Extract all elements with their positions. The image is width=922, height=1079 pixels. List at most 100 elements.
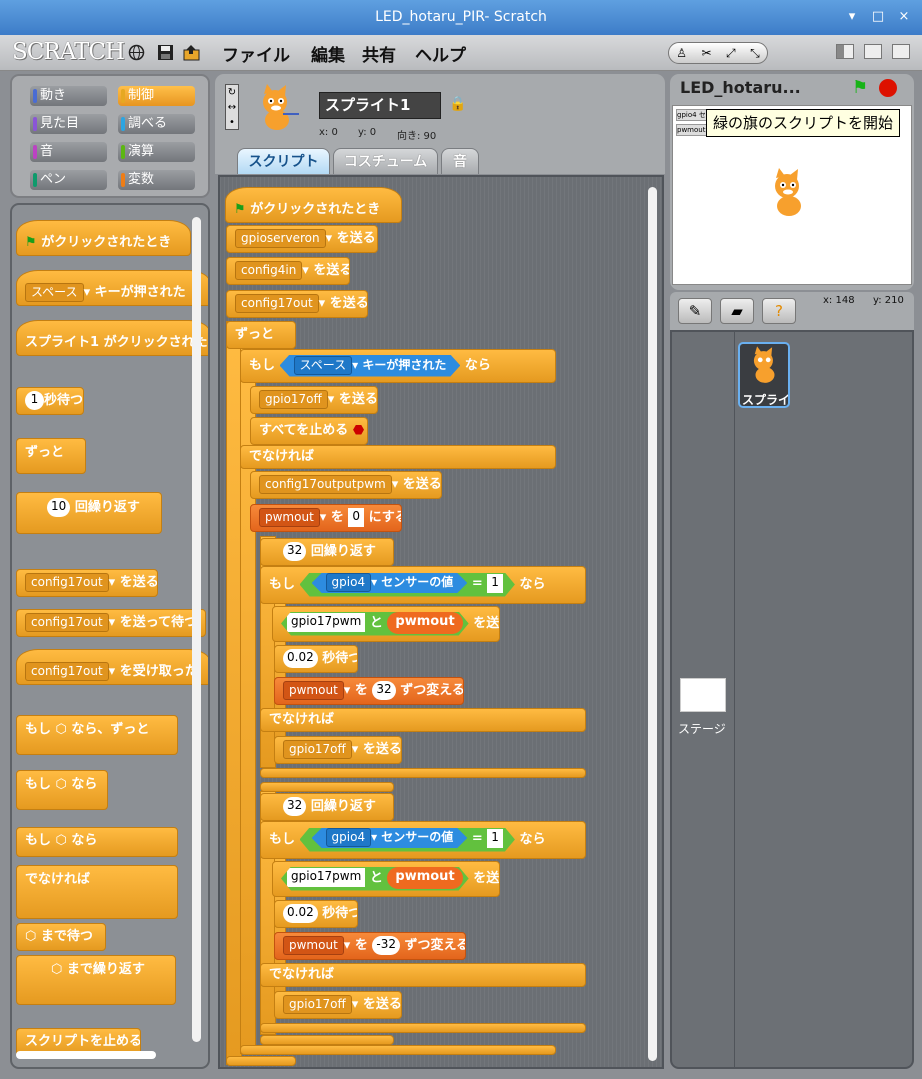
tab-sounds[interactable]: 音 (441, 148, 479, 174)
load-sprite-folder-icon[interactable]: ▰ (720, 298, 754, 324)
if-sensor-block-1[interactable]: もし gpio4▾ センサーの値 = 1 なら (260, 566, 586, 604)
layout-normal-icon[interactable] (836, 44, 854, 59)
stop-sign-icon[interactable] (879, 79, 897, 97)
stage-thumbnail[interactable] (680, 678, 726, 712)
sprite-direction: 向き: 90 (397, 131, 437, 142)
duplicate-icon[interactable]: ♙ (676, 46, 687, 60)
scratch-logo: SCRATCH (12, 39, 125, 65)
sprite-name-field[interactable]: スプライト1 (319, 92, 441, 119)
stage-cat-sprite[interactable] (765, 168, 813, 222)
forever-block[interactable]: ずっと (226, 321, 296, 349)
repeat-32-block-1[interactable]: 32 回繰り返す (260, 538, 394, 566)
menu-bar: SCRATCH ファイル 編集 共有 ヘルプ ♙ ✂ ⤢ ⤡ (0, 35, 922, 71)
category-control[interactable]: 制御 (118, 86, 195, 106)
lock-icon[interactable]: 🔒 (449, 96, 467, 112)
repeat-32-block-2[interactable]: 32 回繰り返す (260, 793, 394, 821)
broadcast-gpio17off-3[interactable]: gpio17off▾ を送る (274, 991, 402, 1019)
tab-costumes[interactable]: コスチューム (333, 148, 438, 174)
palette-repeat[interactable]: 10 回繰り返す (16, 492, 162, 534)
palette-when-receive[interactable]: config17out▾ を受け取った (16, 649, 208, 685)
stop-all-block[interactable]: すべてを止める ⬣ (250, 417, 368, 445)
sprite-tools: ♙ ✂ ⤢ ⤡ (668, 42, 768, 64)
palette-broadcast-wait[interactable]: config17out▾ を送って待つ (16, 609, 206, 637)
layout-small-stage-icon[interactable] (864, 44, 882, 59)
if-key-pressed-block[interactable]: もし スペース▾ キーが押された なら (240, 349, 556, 383)
category-motion[interactable]: 動き (30, 86, 107, 106)
tab-scripts[interactable]: スクリプト (237, 148, 330, 174)
if-end-1 (260, 768, 586, 778)
category-pen[interactable]: ペン (30, 170, 107, 190)
broadcast-gpio17off[interactable]: gpio17off▾ を送る (250, 386, 378, 414)
palette-hscroll[interactable] (16, 1051, 156, 1059)
forever-end (226, 1056, 296, 1066)
sprite-cat-thumbnail (263, 84, 299, 130)
category-operators[interactable]: 演算 (118, 142, 195, 162)
close-button[interactable]: × (898, 9, 910, 24)
menu-file[interactable]: ファイル (222, 46, 290, 66)
else-label-3: でなければ (260, 963, 586, 987)
repeat-end-1 (260, 782, 394, 792)
menu-help[interactable]: ヘルプ (415, 46, 466, 66)
window-title: LED_hotaru_PIR- Scratch (375, 9, 547, 25)
paint-new-sprite-icon[interactable]: ✎ (678, 298, 712, 324)
sprite-thumbnail-1[interactable]: スプライト1 (738, 342, 790, 408)
category-variables[interactable]: 変数 (118, 170, 195, 190)
project-title: LED_hotaru... (680, 78, 801, 97)
broadcast-config17out[interactable]: config17out▾ を送る (226, 290, 368, 318)
if-sensor-block-2[interactable]: もし gpio4▾ センサーの値 = 1 なら (260, 821, 586, 859)
palette-broadcast[interactable]: config17out▾ を送る (16, 569, 158, 597)
set-pwmout-block[interactable]: pwmout▾ を 0 にする (250, 504, 402, 532)
category-looks[interactable]: 見た目 (30, 114, 107, 134)
script-vscroll[interactable] (648, 187, 657, 1061)
category-selector: 動き 制御 見た目 調べる 音 演算 ペン 変数 (10, 74, 210, 198)
share-upload-icon[interactable] (183, 44, 200, 61)
delete-scissors-icon[interactable]: ✂ (701, 46, 712, 60)
when-flag-clicked-block[interactable]: ⚑ がクリックされたとき (225, 187, 402, 223)
shrink-icon[interactable]: ⤡ (750, 45, 760, 60)
maximize-button[interactable]: □ (871, 9, 885, 24)
broadcast-gpioserveron[interactable]: gpioserveron▾ を送る (226, 225, 378, 253)
category-sensing[interactable]: 調べる (118, 114, 195, 134)
if-end-2 (260, 1023, 586, 1033)
mouse-y: y: 210 (873, 295, 904, 306)
green-flag-tooltip: 緑の旗のスクリプトを開始 (706, 109, 901, 137)
palette-repeat-until[interactable]: ⬡ まで繰り返す (16, 955, 176, 1005)
stage-label: ステージ (678, 722, 726, 736)
palette-wait-until[interactable]: ⬡ まで待つ (16, 923, 106, 951)
menu-share[interactable]: 共有 (362, 46, 396, 66)
ifelse-end (240, 1045, 556, 1055)
rotation-style-icons[interactable]: ↻↔• (225, 84, 239, 130)
wait-002-block-2[interactable]: 0.02 秒待つ (274, 900, 358, 928)
broadcast-join-block-1[interactable]: gpio17pwm と pwmout を送る (272, 606, 500, 642)
category-sound[interactable]: 音 (30, 142, 107, 162)
script-area: ⚑ がクリックされたとき gpioserveron▾ を送る config4in… (218, 175, 664, 1069)
broadcast-config17outputpwm[interactable]: config17outputpwm▾ を送る (250, 471, 442, 499)
palette-when-sprite-clicked[interactable]: スプライト1 がクリックされた (16, 320, 208, 356)
green-flag-icon[interactable]: ⚑ (852, 77, 869, 98)
broadcast-config4in[interactable]: config4in▾ を送る (226, 257, 350, 285)
palette-if[interactable]: もし ⬡ なら (16, 770, 108, 810)
palette-forever[interactable]: ずっと (16, 438, 86, 474)
menu-edit[interactable]: 編集 (311, 46, 345, 66)
wait-002-block-1[interactable]: 0.02 秒待つ (274, 645, 358, 673)
presentation-mode-icon[interactable] (892, 44, 910, 59)
broadcast-gpio17off-2[interactable]: gpio17off▾ を送る (274, 736, 402, 764)
surprise-sprite-icon[interactable]: ? (762, 298, 796, 324)
sprite-y: y: 0 (358, 127, 377, 138)
palette-when-key-pressed[interactable]: スペース▾ キーが押された (16, 270, 208, 306)
else-label-2: でなければ (260, 708, 586, 732)
globe-icon[interactable] (128, 44, 145, 61)
sprite-toolbar: ✎ ▰ ? x: 148 y: 210 (670, 292, 914, 330)
title-bar: LED_hotaru_PIR- Scratch ▾ □ × (0, 0, 922, 35)
change-pwmout-up-block[interactable]: pwmout▾ を 32 ずつ変える (274, 677, 464, 705)
minimize-button[interactable]: ▾ (848, 9, 856, 24)
broadcast-join-block-2[interactable]: gpio17pwm と pwmout を送る (272, 861, 500, 897)
palette-when-flag-clicked[interactable]: ⚑ がクリックされたとき (16, 220, 191, 256)
change-pwmout-down-block[interactable]: pwmout▾ を -32 ずつ変える (274, 932, 466, 960)
palette-vscroll[interactable] (192, 217, 201, 1042)
palette-if-forever[interactable]: もし ⬡ なら、ずっと (16, 715, 178, 755)
palette-if-else[interactable]: もし ⬡ なら (16, 827, 178, 857)
save-icon[interactable] (157, 44, 174, 61)
grow-icon[interactable]: ⤢ (726, 45, 736, 60)
